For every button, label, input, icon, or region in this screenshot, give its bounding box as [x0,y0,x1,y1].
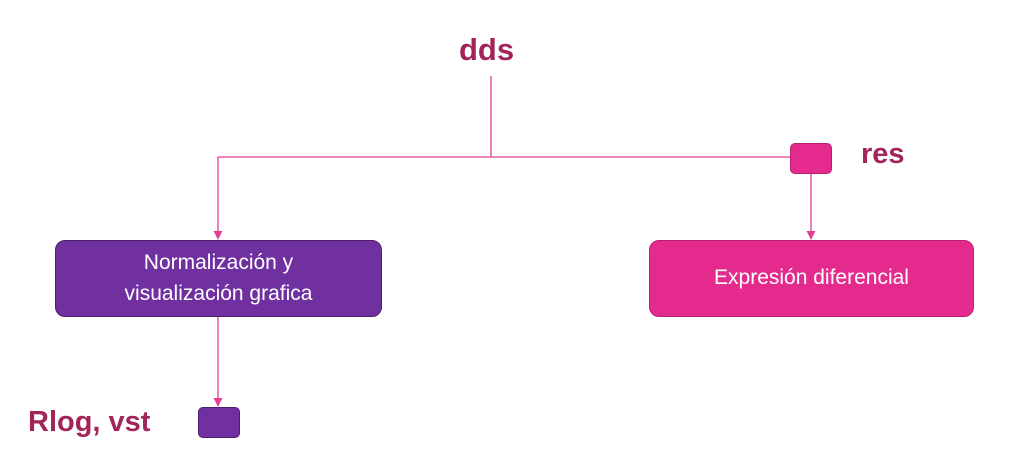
rlog-vst-label: Rlog, vst [28,406,151,438]
differential-expression-box[interactable]: Expresión diferencial [649,240,974,317]
res-label: res [861,138,905,170]
res-node[interactable] [790,143,832,174]
normalization-line-2: visualización grafica [124,281,313,305]
normalization-line-1: Normalización y [143,251,294,275]
normalization-text: Normalización y visualización grafica [125,248,313,309]
normalization-box[interactable]: Normalización y visualización grafica [55,240,382,317]
dds-label: dds [459,32,515,67]
rlog-vst-node[interactable] [198,407,240,438]
differential-expression-text: Expresión diferencial [714,266,909,290]
